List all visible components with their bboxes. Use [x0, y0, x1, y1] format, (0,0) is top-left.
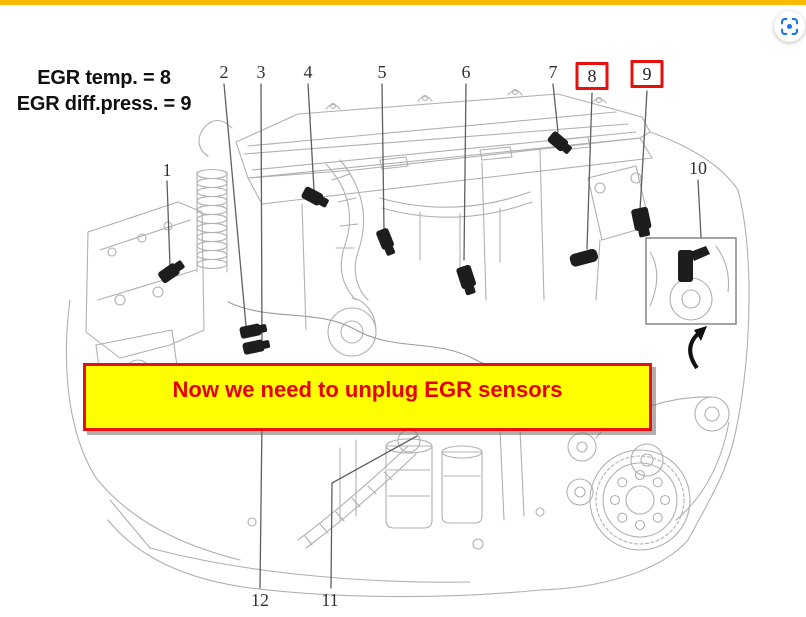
callout-4: 4 — [303, 62, 313, 82]
top-accent-bar — [0, 0, 806, 5]
inset-detail-box — [645, 237, 737, 325]
egr-diff-label: EGR diff.press. = 9 — [16, 93, 192, 115]
callout-9: 9 — [630, 60, 664, 88]
sensor-10-blob — [678, 246, 710, 282]
callout-10: 10 — [689, 158, 707, 178]
callout-5: 5 — [377, 62, 387, 82]
lens-capture-button[interactable] — [774, 11, 805, 42]
egr-temp-label: EGR temp. = 8 — [37, 67, 171, 89]
callout-12: 12 — [251, 590, 269, 610]
leader-lines — [166, 83, 702, 589]
callout-3: 3 — [256, 62, 266, 82]
callout-8: 8 — [575, 62, 609, 90]
callout-2: 2 — [219, 62, 229, 82]
callout-7: 7 — [548, 62, 558, 82]
sensor-blobs — [158, 131, 652, 355]
curved-arrow-icon — [688, 326, 707, 370]
egr-value-labels: EGR temp. = 8 EGR diff.press. = 9 — [6, 65, 202, 117]
instruction-banner-text: Now we need to unplug EGR sensors — [172, 377, 563, 402]
screenshot-viewfinder-icon — [781, 18, 798, 35]
engine-art — [65, 88, 750, 598]
callout-6: 6 — [461, 62, 471, 82]
callout-11: 11 — [321, 590, 339, 610]
instruction-banner: Now we need to unplug EGR sensors — [83, 363, 652, 431]
callout-1: 1 — [162, 160, 172, 180]
